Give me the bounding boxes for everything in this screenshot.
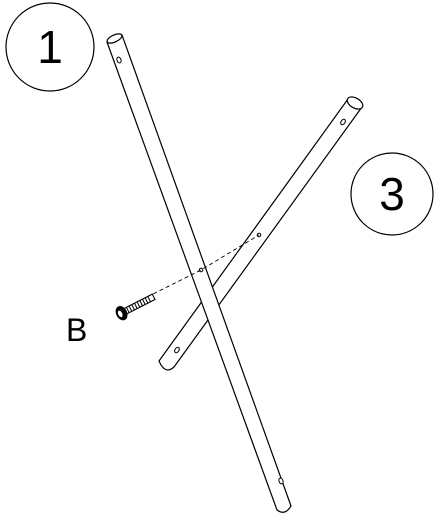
tube-1-hole-bottom xyxy=(278,477,284,485)
bolt-head-socket xyxy=(117,310,123,318)
tube-3-hole-top xyxy=(340,118,346,126)
tube-1-body xyxy=(106,34,292,513)
tube-1-hole-top xyxy=(116,56,122,64)
bolt-icon xyxy=(115,293,156,321)
alignment-dashed-line xyxy=(146,234,260,298)
callout-1-circle xyxy=(5,2,95,92)
callout-1-label: 1 xyxy=(37,21,63,73)
tube-1-end-cap xyxy=(106,33,123,44)
callout-1: 1 xyxy=(5,2,95,92)
callout-3: 3 xyxy=(350,152,434,236)
callout-3-circle xyxy=(350,152,434,236)
tube-3-end-cap xyxy=(346,96,364,110)
bolt-thread xyxy=(125,296,151,313)
tube-1-hole-mid xyxy=(198,267,204,273)
bolt-label: B xyxy=(66,312,87,348)
callout-3-label: 3 xyxy=(379,168,405,220)
tube-part-1 xyxy=(106,33,292,513)
tube-3-hole-bottom xyxy=(174,346,180,354)
